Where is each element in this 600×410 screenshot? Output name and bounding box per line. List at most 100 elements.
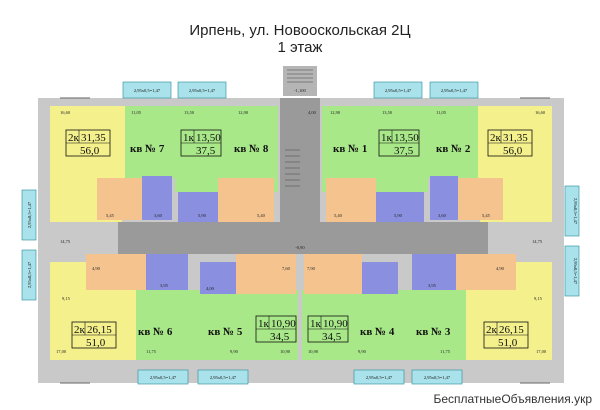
kv8-living-area: 13,50 bbox=[196, 132, 221, 144]
kv3-label: кв № 3 bbox=[416, 326, 451, 338]
kv7-area-f: 14,75 bbox=[60, 239, 71, 245]
floor-label: 1 этаж bbox=[277, 39, 323, 56]
main-corridor bbox=[118, 222, 488, 254]
kv8-label-text: кв № 8 bbox=[234, 143, 269, 155]
balcony-bottom-4-label: 2,95х0,5=1,47 bbox=[424, 375, 451, 381]
kv8-living bbox=[230, 106, 278, 192]
kv7-living bbox=[125, 106, 175, 178]
kv4-label: кв № 4 bbox=[360, 326, 395, 338]
kv8-bath bbox=[178, 192, 218, 222]
kv3-rooms: 2к bbox=[486, 324, 498, 336]
kv8-area-c: 13,50 bbox=[184, 110, 195, 116]
kv2-area-b: 11,05 bbox=[436, 110, 447, 116]
kv6-area-l: 4,90 bbox=[92, 266, 101, 272]
balcony-top-4 bbox=[429, 81, 479, 99]
kv7-bath bbox=[142, 176, 172, 220]
kv4-area-s: 10,90 bbox=[308, 349, 319, 355]
kv2-area-g: 5,45 bbox=[482, 213, 491, 219]
kv4-living-area: 10,90 bbox=[323, 318, 348, 330]
balcony-bottom-2-label: 2,95х0,5=1,47 bbox=[210, 375, 237, 381]
kv7-room bbox=[50, 106, 125, 178]
kv4-room bbox=[302, 290, 356, 360]
kv7-area-a: 16,60 bbox=[60, 110, 71, 116]
kv2-rooms: 2к bbox=[490, 132, 502, 144]
kv6-area-q: 11,75 bbox=[146, 349, 157, 355]
kv2-area-h: 3,60 bbox=[438, 213, 447, 219]
kv1-area-j: 5,40 bbox=[334, 213, 343, 219]
kv3-living-area: 26,15 bbox=[499, 324, 524, 336]
balcony-right-2 bbox=[564, 245, 580, 297]
kv5-area-o: 7,60 bbox=[282, 266, 291, 272]
kv1-label: кв № 1 bbox=[333, 143, 367, 155]
kv8-area-i: 5,90 bbox=[198, 213, 207, 219]
kv4-total: 34,5 bbox=[322, 331, 342, 343]
balcony-bottom-3 bbox=[353, 369, 405, 385]
kv3-hall bbox=[456, 254, 516, 290]
kv3-area-p: 17,00 bbox=[536, 349, 547, 355]
kv6-total: 51,0 bbox=[86, 337, 106, 349]
kv2-room bbox=[478, 106, 552, 178]
balcony-left-2 bbox=[21, 249, 37, 301]
kv5-total: 34,5 bbox=[270, 331, 290, 343]
kv5-rooms: 1к bbox=[258, 318, 270, 330]
kv2-total: 56,0 bbox=[503, 145, 523, 157]
kv3-living bbox=[404, 290, 466, 360]
balcony-bottom-2 bbox=[197, 369, 249, 385]
kv4-rooms: 1к bbox=[310, 318, 322, 330]
kv5-bath bbox=[200, 262, 236, 294]
kv1-total: 37,5 bbox=[394, 145, 414, 157]
stair-steps bbox=[285, 149, 300, 187]
kv1-area-c: 13,50 bbox=[382, 110, 393, 116]
kv5-hall bbox=[236, 254, 296, 294]
kv6-area-m: 3,95 bbox=[160, 283, 169, 289]
kv8-total: 37,5 bbox=[196, 145, 216, 157]
kv8-hall bbox=[218, 178, 274, 222]
kv4-living bbox=[356, 290, 404, 360]
stair-steps-top bbox=[287, 69, 313, 83]
kv7-label: кв № 7 bbox=[130, 143, 165, 155]
window-marks bbox=[60, 97, 550, 384]
kv8-area-d: 12,90 bbox=[238, 110, 249, 116]
balcony-right-1 bbox=[564, 185, 580, 237]
stair-top bbox=[283, 66, 317, 96]
kv7-area-h: 3,60 bbox=[154, 213, 163, 219]
kv7-hall bbox=[97, 178, 142, 220]
kv1-room bbox=[322, 106, 372, 192]
balcony-top-4-label: 2,95х0,5=1,47 bbox=[441, 88, 468, 94]
kv2-hall bbox=[458, 178, 503, 220]
kv2-living bbox=[428, 106, 478, 178]
watermark: БесплатныеОбъявления.укр bbox=[433, 392, 592, 406]
balcony-left-1 bbox=[21, 189, 37, 241]
kv8-area-j: 5,40 bbox=[257, 213, 266, 219]
kv4-area-t: 7,90 bbox=[307, 266, 316, 272]
balcony-top-3-label: 2,95х0,5=1,47 bbox=[385, 88, 412, 94]
corridor-level: -0,90 bbox=[295, 245, 305, 251]
kv6-area-k: 9,15 bbox=[62, 296, 71, 302]
kv4-bath bbox=[362, 262, 398, 294]
balcony-bottom-1 bbox=[137, 369, 189, 385]
kv5-living bbox=[196, 290, 244, 360]
kv7-living-area: 31,35 bbox=[81, 132, 106, 144]
kv2-label: кв № 2 bbox=[436, 143, 471, 155]
kv3-total: 51,0 bbox=[498, 337, 518, 349]
kv3-bath bbox=[412, 254, 456, 290]
kv7-rooms: 2к bbox=[68, 132, 80, 144]
kv3-area-m: 3,95 bbox=[428, 283, 437, 289]
plan-title: Ирпень, ул. Новооскольская 2Ц bbox=[189, 22, 411, 39]
kv2-area-a: 16,60 bbox=[535, 110, 546, 116]
kv1-area-i: 5,90 bbox=[394, 213, 403, 219]
balcony-top-1 bbox=[122, 81, 172, 99]
balcony-bottom-3-label: 2,95х0,5=1,47 bbox=[366, 375, 393, 381]
kv6-living bbox=[136, 290, 196, 360]
kv3-area-l: 4,90 bbox=[496, 266, 505, 272]
kv6-hall bbox=[86, 254, 146, 290]
kv7-total: 56,0 bbox=[80, 145, 100, 157]
balcony-top-1-label: 2,95х0,5=1,47 bbox=[134, 88, 161, 94]
kv6-rooms: 2к bbox=[74, 324, 86, 336]
balcony-top-2-label: 2,95х0,5=1,47 bbox=[189, 88, 216, 94]
balcony-right-2-label: 2,95х0,5=1,47 bbox=[572, 258, 578, 285]
kv8-rooms: 1к bbox=[183, 132, 195, 144]
kv5-area-s: 10,90 bbox=[280, 349, 291, 355]
balcony-right-1-label: 2,95х0,5=1,47 bbox=[572, 198, 578, 225]
kv5-room bbox=[244, 290, 298, 360]
